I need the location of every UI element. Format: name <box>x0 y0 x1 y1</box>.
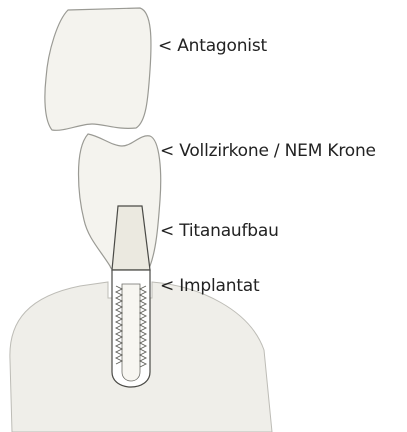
label-crown: < Vollzirkone / NEM Krone <box>160 141 376 161</box>
label-implant: < Implantat <box>160 276 259 296</box>
label-antagonist: < Antagonist <box>158 36 267 56</box>
implant-inner-channel <box>122 284 140 381</box>
antagonist-tooth <box>45 8 151 130</box>
label-abutment: < Titanaufbau <box>160 221 279 241</box>
